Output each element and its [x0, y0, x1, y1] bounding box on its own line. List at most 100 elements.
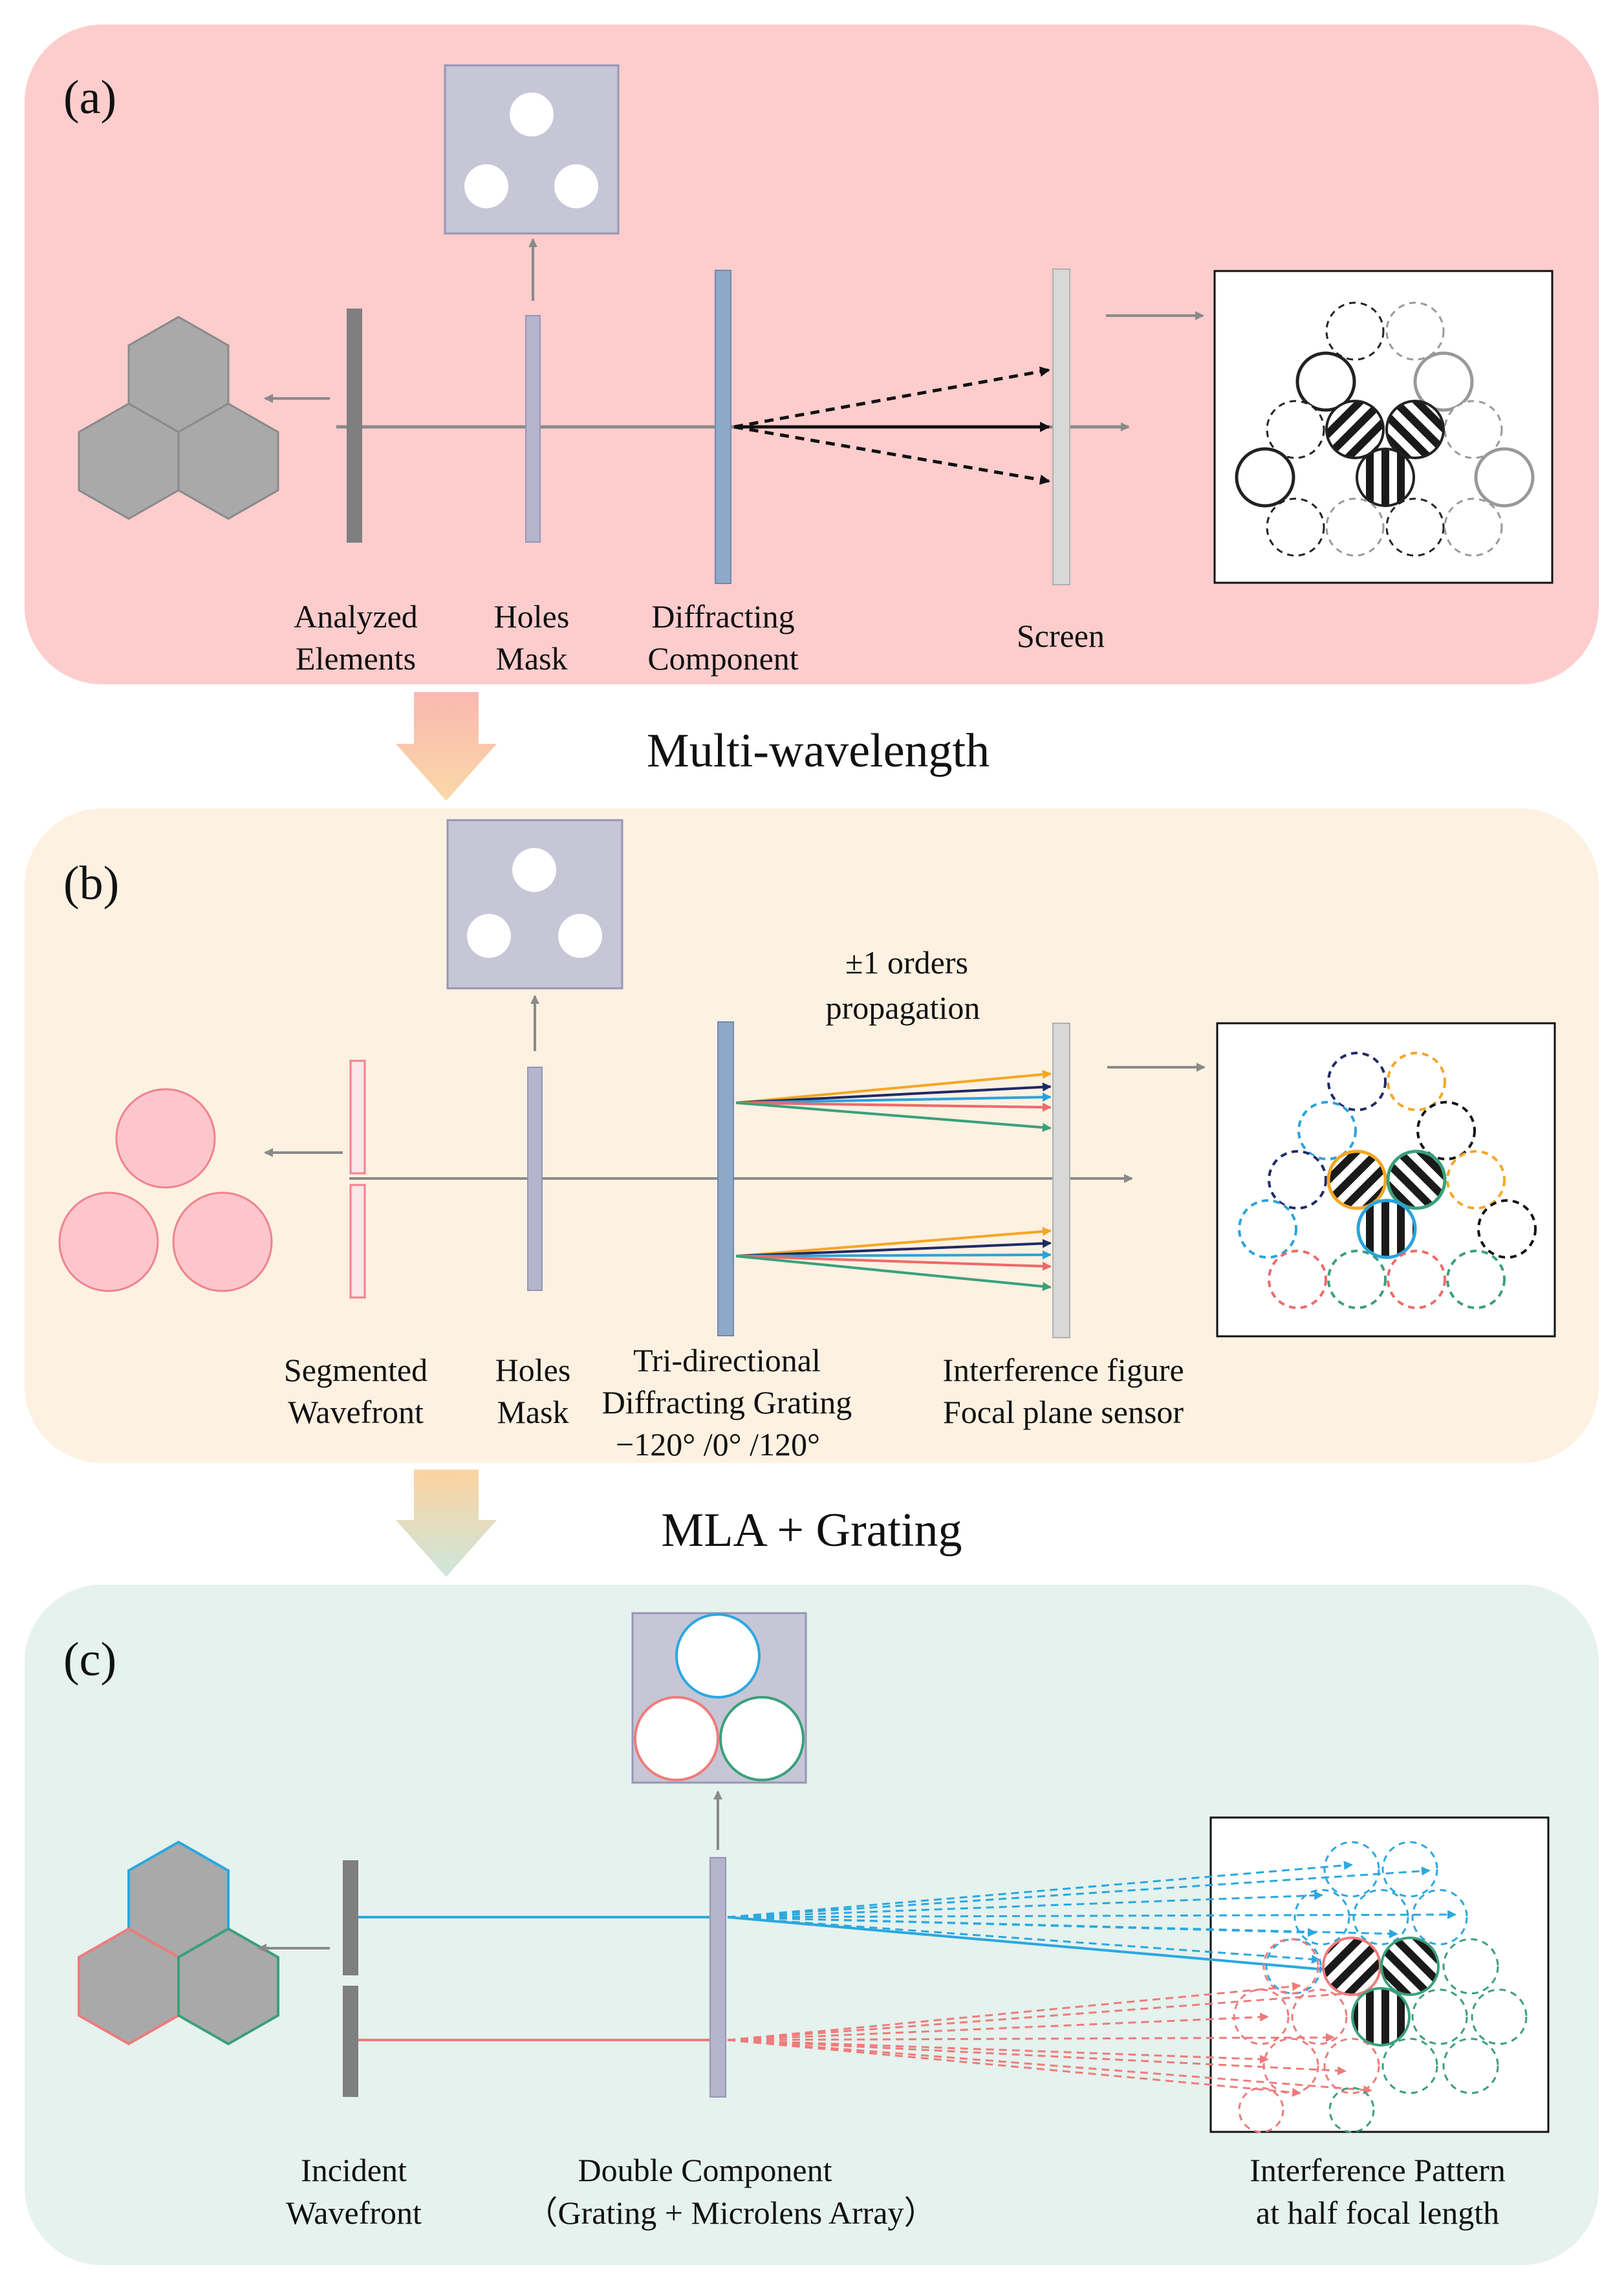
- pattern-circle: [1295, 351, 1356, 412]
- wavefront-segment: [115, 1088, 216, 1189]
- grating-plate-b: [717, 1021, 734, 1336]
- label-double-component-1: Double Component: [578, 2152, 832, 2188]
- holes-mask-plate-b: [527, 1067, 543, 1291]
- sensor-plate-b: [1052, 1023, 1070, 1338]
- label-diffracting-component-1: Diffracting: [651, 598, 794, 635]
- panel-a-label: (a): [63, 71, 116, 124]
- hexagon-segments-c: [78, 1840, 279, 2046]
- pattern-circle-blue: [1294, 1889, 1350, 1946]
- beam-navy: [735, 1239, 1052, 1257]
- label-interference-pattern-1: Interference Pattern: [1250, 2152, 1506, 2188]
- double-component-plate: [709, 1857, 726, 2098]
- blue-beam-ray: [727, 1916, 1398, 1938]
- label-orders-1: ±1 orders: [845, 944, 968, 981]
- label-analyzed-elements-1: Analyzed: [294, 598, 418, 635]
- pattern-circle-dashed: [1266, 497, 1325, 557]
- label-diffracting-component-2: Component: [647, 640, 798, 677]
- label-screen: Screen: [1017, 618, 1105, 654]
- pattern-circle-green: [1328, 2087, 1375, 2133]
- pattern-circle-dashed: [1325, 301, 1385, 361]
- red-beam-ray: [727, 1982, 1301, 2041]
- fringe-circle: [1325, 400, 1385, 459]
- pattern-circle-dashed: [1444, 497, 1503, 557]
- fringe-circle: [1326, 1149, 1387, 1210]
- pattern-circle-blue: [1352, 1889, 1409, 1946]
- pattern-circle-dashed: [1268, 1250, 1327, 1309]
- interference-pattern-a: [1235, 301, 1535, 557]
- wavefront-segment: [58, 1191, 159, 1292]
- beam-orange: [735, 1226, 1052, 1257]
- diffracting-component-plate: [715, 270, 731, 584]
- pattern-circle: [1235, 447, 1295, 508]
- panel-b-label: (b): [63, 857, 119, 910]
- mask-hole: [558, 914, 602, 958]
- blue-beam-fan: [727, 1861, 1456, 1964]
- pattern-circle-dashed: [1387, 1250, 1446, 1309]
- pattern-circle-blue: [1323, 1841, 1380, 1898]
- blue-beam-ray: [727, 1861, 1353, 1918]
- pattern-circle-green: [1411, 1988, 1468, 2045]
- label-segmented-wavefront-1: Segmented: [284, 1352, 428, 1388]
- panel-a-background: [25, 25, 1599, 684]
- beam-green: [735, 1255, 1052, 1291]
- transition-2-label: MLA + Grating: [661, 1504, 962, 1557]
- fringe-circle: [1386, 1149, 1447, 1210]
- pattern-circle-dashed: [1385, 497, 1445, 557]
- panel-a: (a): [25, 25, 1599, 684]
- pattern-circle-dashed: [1327, 1052, 1387, 1111]
- pattern-circle-dashed: [1266, 400, 1325, 459]
- lower-beam-fan: [735, 1226, 1052, 1291]
- mask-hole: [554, 164, 598, 208]
- beam-lower-order-a: [733, 425, 1050, 485]
- hexagon-segments-a: [78, 316, 279, 520]
- transition-1-label: Multi-wavelength: [647, 724, 990, 777]
- mask-hole: [467, 914, 511, 958]
- blue-beam-ray: [727, 1891, 1323, 1918]
- red-beam-ray: [727, 1988, 1366, 2041]
- beam-upper-order-a: [733, 366, 1050, 429]
- fringe-circle: [1356, 1199, 1417, 1259]
- microlens-green: [719, 1696, 805, 1781]
- label-interference-pattern-2: at half focal length: [1256, 2195, 1499, 2231]
- label-grating-2: Diffracting Grating: [602, 1384, 852, 1420]
- mask-hole: [512, 848, 556, 892]
- label-segmented-wavefront-2: Wavefront: [288, 1394, 424, 1430]
- panel-b: (b) ±1 orders propagation: [25, 809, 1599, 1463]
- label-incident-wavefront-1: Incident: [301, 2152, 407, 2188]
- label-grating-3: −120° /0° /120°: [616, 1426, 820, 1462]
- screen-plate-a: [1052, 268, 1070, 585]
- panel-c-label: (c): [63, 1633, 116, 1686]
- beam-red: [735, 1102, 1052, 1112]
- blue-beam-zero-order: [727, 1916, 1362, 1974]
- label-holes-mask-2: Mask: [495, 640, 567, 677]
- beam-blue: [735, 1250, 1052, 1260]
- beam-navy: [735, 1082, 1052, 1104]
- label-holes-mask-b-2: Mask: [497, 1394, 568, 1430]
- fringe-circle: [1380, 1937, 1440, 1996]
- beam-blue: [735, 1092, 1052, 1104]
- fringe-circle: [1356, 448, 1415, 507]
- red-beam-ray: [727, 2033, 1335, 2043]
- pattern-circle-blue: [1381, 1841, 1438, 1898]
- interference-pattern-b: [1238, 1052, 1537, 1309]
- analyzed-elements-plate: [347, 309, 362, 543]
- panel-c: (c): [25, 1585, 1599, 2265]
- red-beam-ray: [727, 2039, 1372, 2095]
- beam-orange: [735, 1070, 1052, 1104]
- pattern-circle-dashed: [1444, 400, 1503, 459]
- pattern-circle-green: [1381, 2037, 1438, 2094]
- pattern-circle-green: [1442, 1938, 1499, 1995]
- pattern-circle-blue: [1411, 1889, 1468, 1946]
- pattern-circle-dashed: [1446, 1150, 1506, 1210]
- label-double-component-2: （Grating + Microlens Array）: [525, 2195, 936, 2231]
- blue-beam-ray: [727, 1910, 1456, 1920]
- pattern-circle-dashed: [1238, 1199, 1297, 1259]
- segmented-wavefront-plate-lower: [349, 1184, 366, 1299]
- pattern-circle-dashed: [1297, 1101, 1357, 1160]
- pattern-circle: [1474, 447, 1535, 508]
- pattern-circle-blue: [1265, 1938, 1322, 1995]
- microlens-red: [634, 1696, 719, 1781]
- microlens-blue: [675, 1613, 761, 1699]
- pattern-circle-dashed: [1387, 1052, 1446, 1111]
